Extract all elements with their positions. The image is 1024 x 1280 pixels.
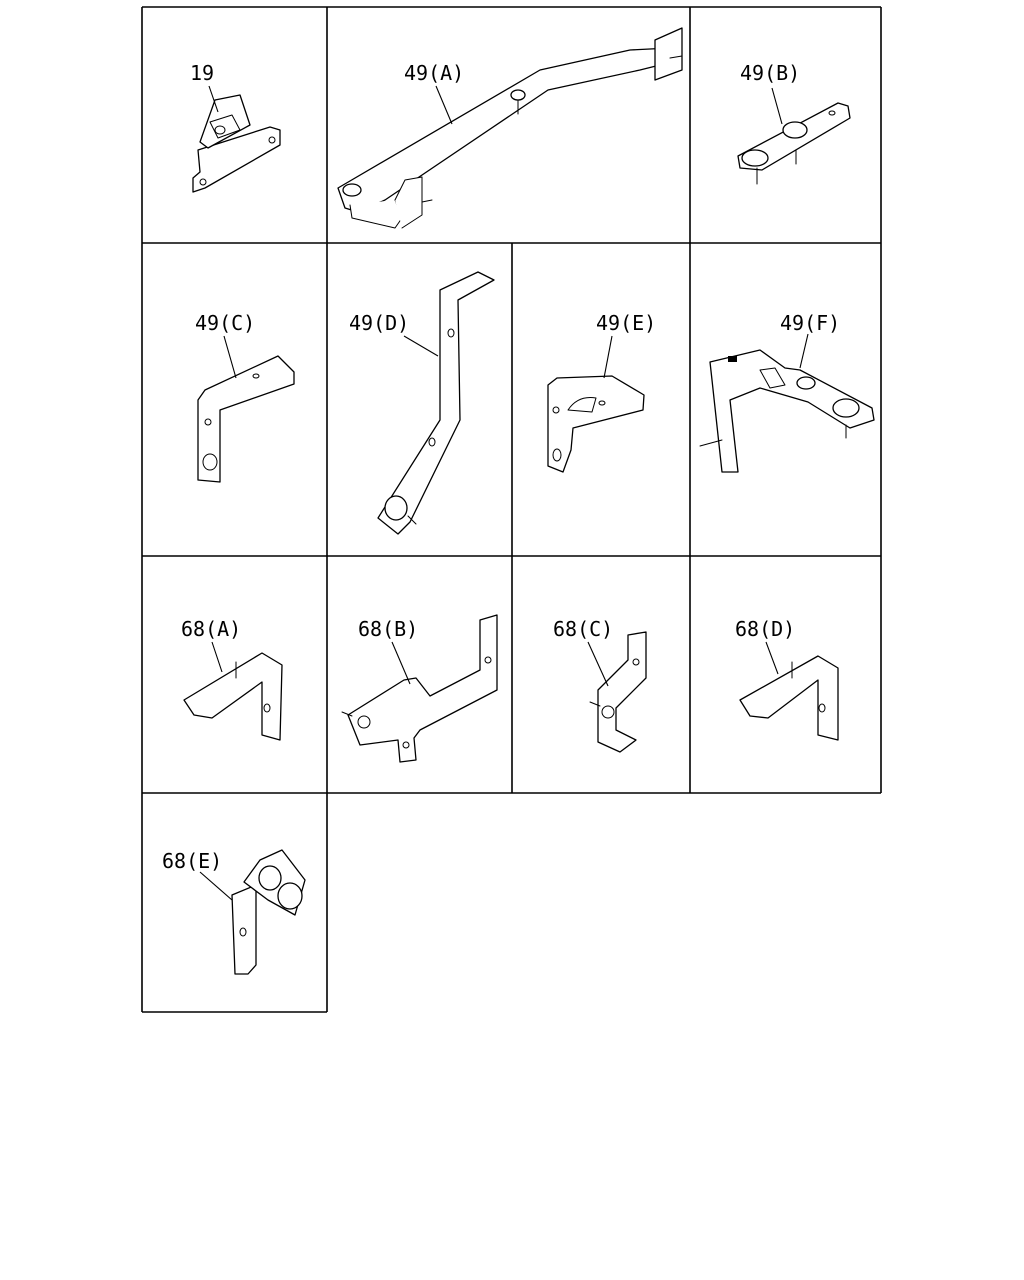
part-cell-49d: 49(D) xyxy=(349,271,495,535)
bracket-68b-drawing xyxy=(341,614,498,763)
bracket-49c-drawing xyxy=(197,355,295,483)
bracket-68a-drawing xyxy=(183,652,283,741)
part-label: 68(B) xyxy=(358,617,418,641)
part-label: 68(E) xyxy=(162,849,222,873)
part-label: 49(B) xyxy=(740,61,800,85)
bracket-49d-drawing xyxy=(377,271,495,535)
part-label: 49(E) xyxy=(596,311,656,335)
part-cell-49f: 49(F) xyxy=(699,311,875,473)
part-cell-68c: 68(C) xyxy=(553,617,647,753)
bracket-49f-drawing xyxy=(699,349,875,473)
part-label: 68(A) xyxy=(181,617,241,641)
part-cell-68e: 68(E) xyxy=(162,849,306,975)
part-label: 49(F) xyxy=(780,311,840,335)
part-cell-49c: 49(C) xyxy=(195,311,295,483)
part-cell-19: 19 xyxy=(190,61,281,193)
part-cell-49e: 49(E) xyxy=(547,311,656,473)
part-cell-49b: 49(B) xyxy=(737,61,851,185)
part-label: 49(A) xyxy=(404,61,464,85)
part-label: 68(C) xyxy=(553,617,613,641)
part-label: 49(C) xyxy=(195,311,255,335)
bracket-68c-drawing xyxy=(589,631,647,753)
part-cell-68a: 68(A) xyxy=(181,617,283,741)
bracket-68d-drawing xyxy=(739,655,839,741)
part-label: 68(D) xyxy=(735,617,795,641)
grid-frame xyxy=(141,6,882,1013)
part-label: 49(D) xyxy=(349,311,409,335)
bracket-49a-drawing xyxy=(337,27,683,229)
bracket-49e-drawing xyxy=(547,375,645,473)
part-label: 19 xyxy=(190,61,214,85)
part-cell-68b: 68(B) xyxy=(341,614,498,763)
bracket-19-drawing xyxy=(192,94,281,193)
part-cell-49a: 49(A) xyxy=(337,27,683,229)
bracket-49b-drawing xyxy=(737,102,851,185)
bracket-68e-drawing xyxy=(231,849,306,975)
part-cell-68d: 68(D) xyxy=(735,617,839,741)
